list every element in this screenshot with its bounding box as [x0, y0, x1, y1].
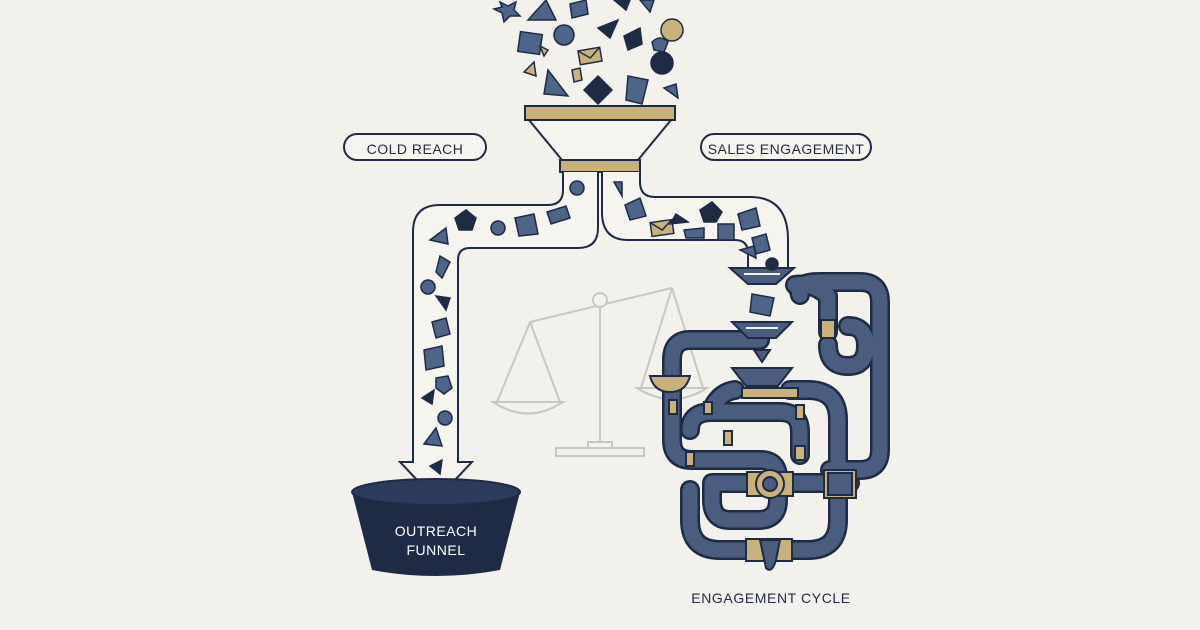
- top-hopper: [524, 105, 676, 173]
- cold-reach-leads: [420, 180, 585, 476]
- engagement-cycle-pipes: [662, 272, 890, 560]
- cold-reach-label: COLD REACH: [343, 133, 487, 161]
- outreach-funnel-label-line2: FUNNEL: [406, 542, 466, 558]
- valve-icon: [820, 319, 836, 339]
- outreach-funnel-bucket: [351, 478, 521, 576]
- sales-engagement-label: SALES ENGAGEMENT: [700, 133, 872, 161]
- incoming-leads: [491, 0, 684, 106]
- sales-engagement-leads: [612, 181, 779, 317]
- engagement-cycle-label: ENGAGEMENT CYCLE: [691, 590, 851, 606]
- sales-engagement-pipe: [601, 172, 789, 271]
- scale-icon: [489, 287, 711, 457]
- outreach-funnel-label: OUTREACH FUNNEL: [360, 522, 512, 560]
- outreach-funnel-label-line1: OUTREACH: [394, 523, 478, 539]
- envelope-icon: [577, 46, 603, 66]
